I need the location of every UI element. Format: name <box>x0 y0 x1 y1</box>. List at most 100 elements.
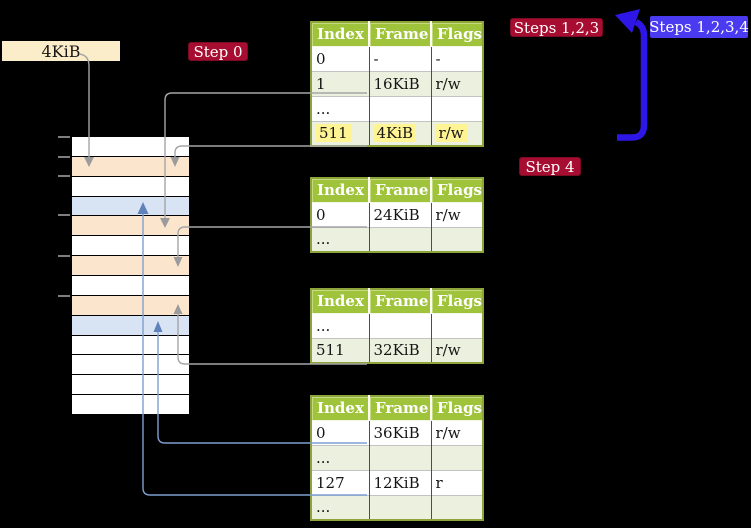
cell-flags <box>431 312 483 338</box>
memory-row-10 <box>72 314 189 335</box>
memory-row-8 <box>72 275 189 295</box>
cell-index: ... <box>311 95 370 121</box>
column-header-index: Index <box>311 289 370 314</box>
cell-frame <box>369 444 432 470</box>
table-row: ... <box>311 226 483 252</box>
cell-frame <box>369 312 432 338</box>
cell-index: 511 <box>311 337 370 363</box>
page-table-2: Index Frame Flags 0 24KiB r/w ... <box>310 177 484 253</box>
cell-frame: 4KiB <box>369 120 432 146</box>
column-header-flags: Flags <box>431 178 483 203</box>
table-header-row: Index Frame Flags <box>311 396 483 421</box>
physical-memory-column <box>71 136 190 415</box>
memory-row-6 <box>72 235 189 256</box>
cell-frame: 32KiB <box>369 337 432 363</box>
column-header-index: Index <box>311 396 370 421</box>
steps-flow-arrow-shaft <box>617 19 648 141</box>
column-header-frame: Frame <box>369 289 432 314</box>
table-row-highlighted: 511 4KiB r/w <box>311 120 483 146</box>
highlight-mark: 511 <box>316 124 351 143</box>
step4-label: Step 4 <box>519 157 581 176</box>
memory-row-11 <box>72 334 189 355</box>
table-row: ... <box>311 95 483 121</box>
cell-frame <box>369 494 432 520</box>
cell-index: ... <box>311 444 370 470</box>
cell-index: ... <box>311 494 370 520</box>
highlight-mark: 4KiB <box>373 124 417 143</box>
memory-row-1 <box>72 137 189 156</box>
column-header-frame: Frame <box>369 178 432 203</box>
cell-frame: 24KiB <box>369 201 432 227</box>
memory-row-9 <box>72 294 189 315</box>
memory-row-5 <box>72 215 189 236</box>
cell-flags: r <box>431 469 483 495</box>
memory-row-7 <box>72 255 189 276</box>
cell-index: 511 <box>311 120 370 146</box>
table-row: 1 16KiB r/w <box>311 70 483 96</box>
highlight-mark: r/w <box>435 124 467 143</box>
column-header-flags: Flags <box>431 289 483 314</box>
steps123-label: Steps 1,2,3 <box>510 18 603 37</box>
cell-frame: 16KiB <box>369 70 432 96</box>
cell-frame <box>369 95 432 121</box>
cell-frame: 12KiB <box>369 469 432 495</box>
memory-row-2 <box>72 155 189 176</box>
table-row: ... <box>311 444 483 470</box>
cell-flags <box>431 444 483 470</box>
cell-index: 0 <box>311 45 370 71</box>
page-size-label: 4KiB <box>2 41 120 61</box>
cell-frame: 36KiB <box>369 419 432 445</box>
page-table-3: Index Frame Flags ... 511 32KiB r/w <box>310 288 484 364</box>
table-header-row: Index Frame Flags <box>311 289 483 314</box>
memory-row-4 <box>72 195 189 216</box>
table-row: 127 12KiB r <box>311 469 483 495</box>
table-row: 0 24KiB r/w <box>311 201 483 227</box>
connector-pt1-entry511-to-row2 <box>174 145 367 158</box>
cell-flags <box>431 95 483 121</box>
memory-row-3 <box>72 175 189 196</box>
memory-tick <box>58 136 70 138</box>
column-header-flags: Flags <box>431 22 483 47</box>
column-header-index: Index <box>311 22 370 47</box>
table-row: ... <box>311 312 483 338</box>
memory-row-12 <box>72 354 189 375</box>
cell-flags: r/w <box>431 120 483 146</box>
memory-tick <box>58 156 70 158</box>
memory-tick <box>58 295 70 297</box>
page-table-1: Index Frame Flags 0 - - 1 16KiB r/w ... … <box>310 21 484 147</box>
steps1234-label: Steps 1,2,3,4 <box>649 16 749 38</box>
cell-flags <box>431 494 483 520</box>
cell-flags: r/w <box>431 337 483 363</box>
page-table-4: Index Frame Flags 0 36KiB r/w ... 127 12… <box>310 395 484 521</box>
memory-row-14 <box>72 394 189 415</box>
cell-index: ... <box>311 226 370 252</box>
cell-frame: - <box>369 45 432 71</box>
table-row: ... <box>311 494 483 520</box>
cell-flags: - <box>431 45 483 71</box>
cell-index: ... <box>311 312 370 338</box>
cell-index: 0 <box>311 201 370 227</box>
column-header-frame: Frame <box>369 396 432 421</box>
table-row: 0 - - <box>311 45 483 71</box>
cell-flags: r/w <box>431 70 483 96</box>
cell-frame <box>369 226 432 252</box>
column-header-index: Index <box>311 178 370 203</box>
table-row: 511 32KiB r/w <box>311 337 483 363</box>
table-header-row: Index Frame Flags <box>311 22 483 47</box>
column-header-frame: Frame <box>369 22 432 47</box>
cell-index: 127 <box>311 469 370 495</box>
cell-flags: r/w <box>431 419 483 445</box>
memory-tick <box>58 255 70 257</box>
cell-flags: r/w <box>431 201 483 227</box>
cell-flags <box>431 226 483 252</box>
column-header-flags: Flags <box>431 396 483 421</box>
memory-row-13 <box>72 374 189 395</box>
table-row: 0 36KiB r/w <box>311 419 483 445</box>
steps-flow-arrow <box>615 9 648 141</box>
memory-tick <box>58 214 70 216</box>
cell-index: 1 <box>311 70 370 96</box>
memory-tick <box>58 175 70 177</box>
cell-index: 0 <box>311 419 370 445</box>
steps-flow-arrowhead-icon <box>615 9 640 33</box>
